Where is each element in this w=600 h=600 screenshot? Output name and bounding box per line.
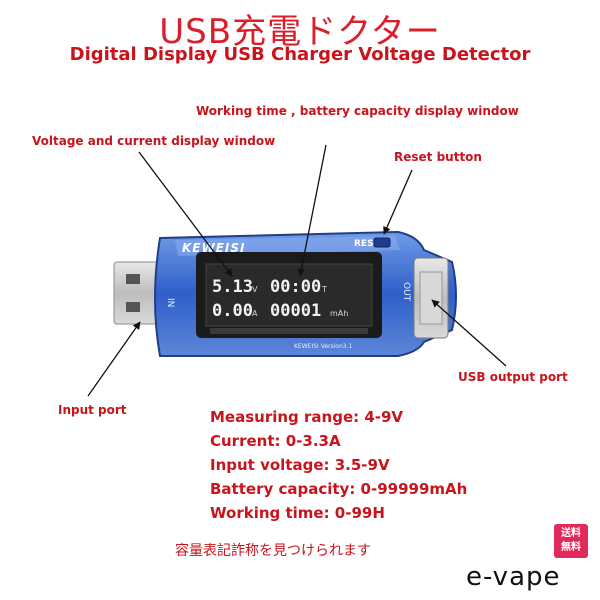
free-shipping-badge: 送料 無料 — [554, 524, 588, 558]
usb-output-port — [413, 257, 449, 339]
shell-in-label: IN — [165, 298, 175, 307]
spec-measuring-range: Measuring range: 4-9V — [210, 408, 404, 426]
arrow-working-time — [297, 144, 327, 277]
spec-input-voltage: Input voltage: 3.5-9V — [210, 456, 390, 474]
page-title-jp: USB充電ドクター — [159, 12, 441, 52]
lcd-voltage: 5.13 — [212, 277, 253, 297]
shell-out-label: OUT — [401, 282, 411, 302]
store-brand-logo: e-vape — [466, 562, 561, 592]
shell-version-label: KEWEISI Version3.1 — [294, 343, 352, 350]
callout-usb-output-port: USB output port — [458, 370, 568, 384]
callout-input-port: Input port — [58, 403, 127, 417]
shell-brand-label: KEWEISI — [182, 241, 246, 255]
spec-current: Current: 0-3.3A — [210, 432, 341, 450]
page-title-en: Digital Display USB Charger Voltage Dete… — [69, 44, 531, 65]
lcd-time-unit: T — [321, 285, 327, 294]
arrow-input-port — [87, 321, 141, 397]
callout-working-time: Working time , battery capacity display … — [196, 104, 519, 118]
badge-line-1: 送料 — [561, 528, 581, 539]
spec-battery-capacity: Battery capacity: 0-99999mAh — [210, 480, 468, 498]
shell-reset-label: RESET — [354, 239, 387, 249]
reset-button[interactable] — [373, 237, 391, 248]
lcd-current: 0.00 — [212, 301, 253, 321]
lcd-current-unit: A — [252, 309, 258, 318]
lcd-time: 00:00 — [270, 277, 321, 297]
lcd-voltage-unit: V — [252, 285, 258, 294]
capacity-fraud-note: 容量表記詐称を見つけられます — [175, 543, 371, 559]
lcd-panel — [196, 252, 382, 338]
lcd-capacity-unit: mAh — [330, 309, 348, 318]
lcd-capacity: 00001 — [270, 301, 321, 321]
callout-voltage-current: Voltage and current display window — [32, 134, 276, 148]
badge-line-2: 無料 — [561, 542, 581, 553]
callout-reset-button: Reset button — [394, 150, 482, 164]
arrow-reset — [383, 169, 413, 235]
spec-working-time: Working time: 0-99H — [210, 504, 385, 522]
arrow-voltage-current — [138, 151, 233, 277]
arrow-usb-output — [431, 299, 507, 367]
